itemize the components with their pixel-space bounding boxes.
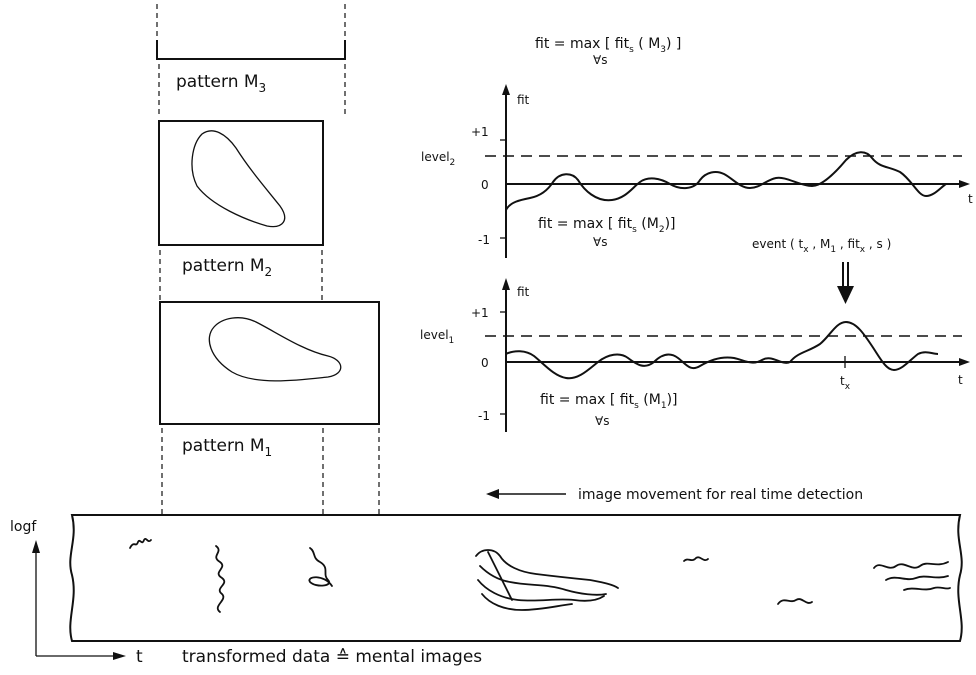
pattern-m1-box — [159, 301, 380, 425]
data-trace — [481, 593, 573, 611]
x-axis-label: t — [968, 192, 973, 206]
pattern-m3-label: pattern M3 — [176, 72, 266, 95]
data-trace — [885, 575, 949, 581]
forall-s: ∀s — [593, 235, 607, 249]
movement-label: image movement for real time detection — [578, 487, 863, 503]
tick-label-minus1: -1 — [478, 409, 490, 423]
strip-border — [69, 514, 963, 642]
event-marker: event ( tx , M1 , fitx , s ) — [752, 237, 891, 304]
data-trace — [873, 561, 949, 569]
strip-caption: transformed data ≙ mental images — [182, 647, 482, 667]
left-arrow-icon — [486, 489, 499, 499]
upper-fit-chart: fit t +1 0 -1 level2 fit = max [ fits (M… — [421, 84, 973, 258]
strip-x-arrow-icon — [113, 652, 126, 660]
pattern-m3-frame — [156, 40, 346, 60]
tick-label-0: 0 — [481, 356, 489, 370]
pattern-m2: pattern M2 — [158, 120, 324, 302]
data-trace — [129, 537, 152, 549]
x-axis-label: t — [958, 373, 963, 387]
formula-text: fit = max [ fits ( M3) ] — [535, 36, 681, 55]
data-trace — [475, 549, 619, 589]
data-trace — [479, 565, 607, 596]
x-axis-arrow-icon — [959, 358, 970, 366]
data-trace — [215, 545, 226, 613]
strip-x-axis-label: t — [136, 647, 143, 667]
fit-curve-m1 — [505, 321, 939, 380]
tick-label-plus1: +1 — [471, 125, 489, 139]
strip-y-arrow-icon — [32, 540, 40, 553]
movement-indicator: image movement for real time detection — [486, 487, 863, 503]
pattern-m1: pattern M1 — [159, 301, 380, 515]
strip-y-axis-label: logf — [10, 519, 37, 535]
data-trace — [903, 586, 951, 591]
forall-s: ∀s — [595, 414, 609, 428]
y-axis-label: fit — [517, 93, 530, 107]
data-trace — [683, 556, 709, 562]
pattern-m2-box — [158, 120, 324, 246]
tick-label-plus1: +1 — [471, 306, 489, 320]
fit-curve-m2 — [505, 151, 947, 211]
tx-label: tx — [840, 374, 851, 392]
data-trace — [777, 598, 813, 605]
y-axis-label: fit — [517, 285, 530, 299]
pattern-m2-shape — [191, 130, 286, 228]
tick-label-minus1: -1 — [478, 233, 490, 247]
event-label: event ( tx , M1 , fitx , s ) — [752, 237, 891, 255]
data-trace — [308, 547, 333, 587]
y-axis-arrow-icon — [502, 84, 510, 95]
lower-fit-chart: fit t +1 0 -1 level1 tx fit = max [ fits… — [420, 278, 970, 432]
tick-label-0: 0 — [481, 178, 489, 192]
data-trace — [487, 551, 513, 601]
pattern-m3: pattern M3 — [156, 4, 346, 118]
level-1-label: level1 — [420, 328, 454, 346]
level-2-label: level2 — [421, 150, 455, 168]
x-axis-arrow-icon — [959, 180, 970, 188]
pattern-m1-label: pattern M1 — [182, 436, 272, 459]
data-trace — [477, 579, 605, 602]
formula-m2: fit = max [ fits (M2)] — [538, 216, 676, 235]
formula-m1: fit = max [ fits (M1)] — [540, 392, 678, 411]
forall-s: ∀s — [593, 53, 607, 67]
transformed-data-strip: logf t transformed data ≙ mental images — [10, 514, 963, 667]
top-fit-formula: fit = max [ fits ( M3) ] ∀s — [535, 36, 681, 67]
pattern-m1-shape — [208, 317, 342, 382]
pattern-m2-label: pattern M2 — [182, 256, 272, 279]
y-axis-arrow-icon — [502, 278, 510, 290]
event-arrow-icon — [837, 286, 854, 304]
